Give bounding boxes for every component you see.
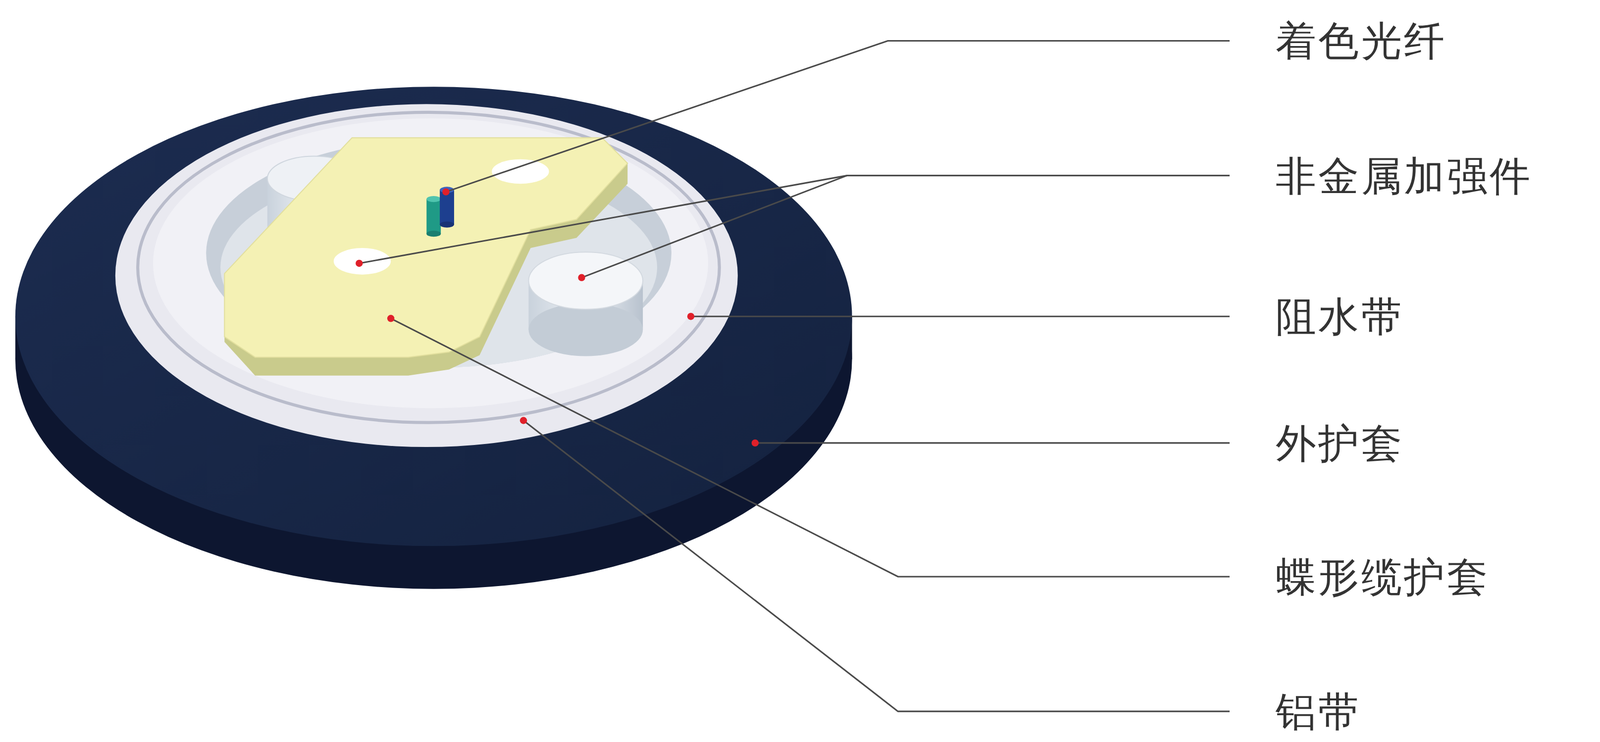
callout-dot bbox=[577, 274, 585, 282]
callout-dots bbox=[355, 188, 759, 447]
leader-line bbox=[581, 175, 848, 278]
callout-dot bbox=[387, 314, 395, 322]
outer-jacket bbox=[15, 86, 853, 589]
strength-member bbox=[528, 252, 643, 357]
part-label: 着色光纤 bbox=[1275, 20, 1447, 61]
part-label: 阻水带 bbox=[1275, 296, 1405, 337]
callout-dot bbox=[687, 312, 695, 320]
ring-edge bbox=[137, 112, 720, 423]
part-label: 蝶形缆护套 bbox=[1275, 556, 1491, 598]
water-blocking-tape bbox=[153, 118, 709, 409]
callout-dot bbox=[355, 259, 363, 267]
coloured-fibre bbox=[426, 186, 455, 237]
aluminium-tape bbox=[115, 103, 738, 448]
leader-lines bbox=[359, 40, 1230, 712]
callout-dot bbox=[442, 188, 450, 196]
leader-line bbox=[690, 315, 1230, 318]
leader-line bbox=[359, 175, 1230, 264]
leader-line bbox=[390, 318, 1230, 577]
leader-line bbox=[523, 420, 1230, 713]
part-label: 非金属加强件 bbox=[1275, 154, 1533, 196]
part-label: 铝带 bbox=[1275, 691, 1362, 732]
leader-line bbox=[755, 442, 1230, 444]
callout-dot bbox=[751, 439, 759, 447]
leader-line bbox=[445, 40, 1230, 192]
part-label: 外护套 bbox=[1275, 422, 1405, 464]
callout-dot bbox=[519, 416, 527, 424]
